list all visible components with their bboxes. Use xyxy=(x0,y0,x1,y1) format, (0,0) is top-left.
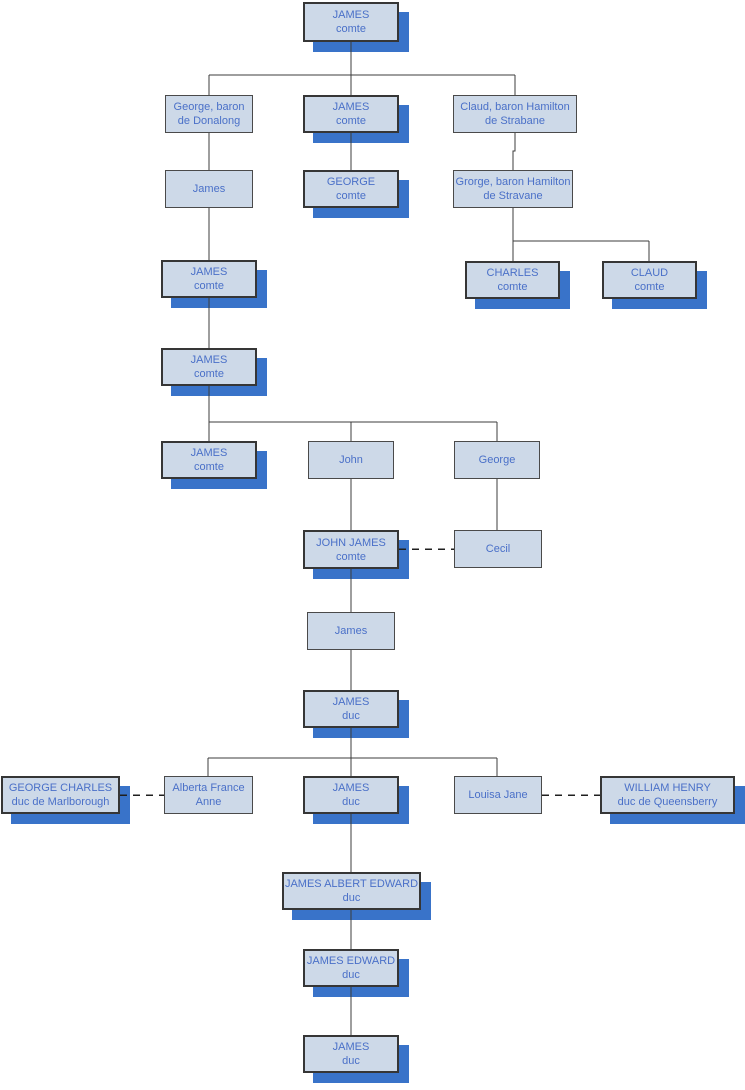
descent-connector xyxy=(512,133,516,170)
